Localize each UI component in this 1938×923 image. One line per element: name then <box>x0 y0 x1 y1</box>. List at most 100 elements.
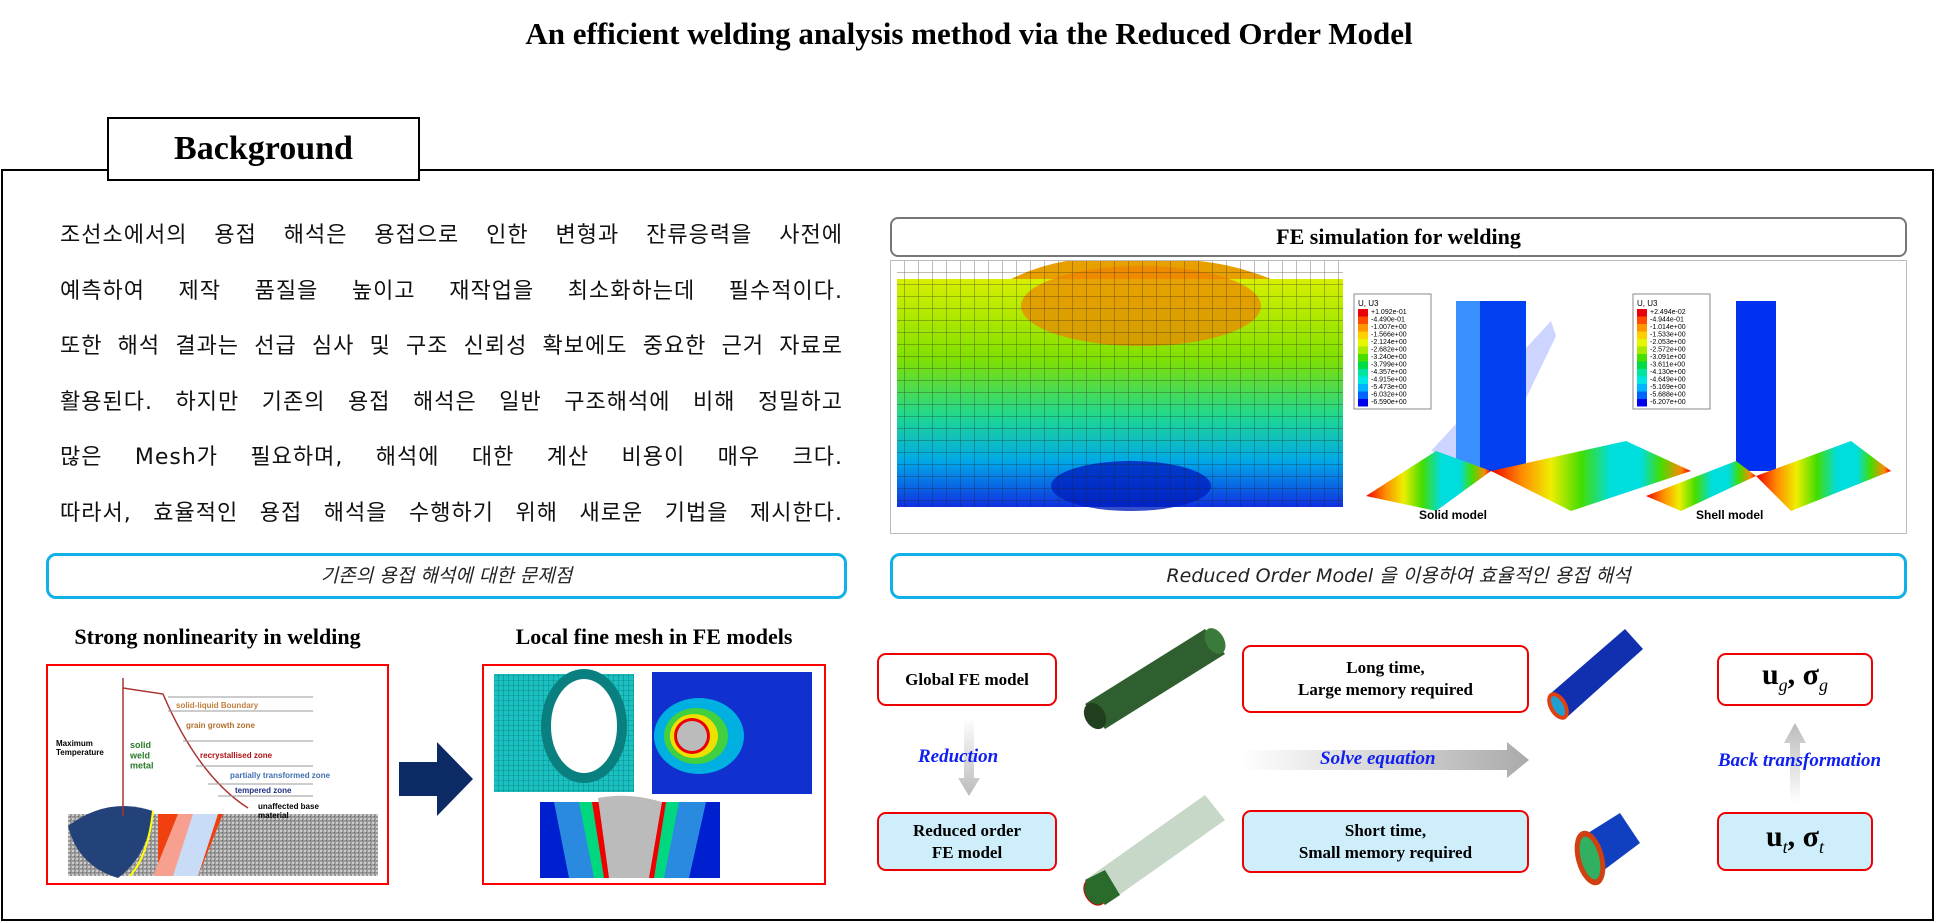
reduced-result-symbols: ut, σt <box>1765 819 1825 857</box>
reduced-order-model-box: Reduced order FE model <box>877 812 1057 871</box>
long-time-box: Long time, Large memory required <box>1242 645 1529 713</box>
legend-swatch <box>1358 384 1368 392</box>
page-title: An efficient welding analysis method via… <box>525 16 1413 51</box>
legend-value: -2.572e+00 <box>1650 347 1686 354</box>
legend-swatch <box>1637 331 1647 339</box>
fe-simulation-graphic: U, U3 +1.092e-01-4.490e-01-1.007e+00-1.5… <box>897 257 1891 522</box>
solid-model-label: Solid model <box>1419 508 1487 522</box>
legend-value: +1.092e-01 <box>1371 309 1407 316</box>
legend-value: -6.207e+00 <box>1650 399 1686 406</box>
legend-value: -4.915e+00 <box>1371 377 1407 384</box>
legend-swatch <box>1637 391 1647 399</box>
reduced-tube-model <box>1083 795 1225 906</box>
shell-legend-title: U, U3 <box>1637 299 1658 308</box>
global-result-symbols: ug, σg <box>1761 657 1828 695</box>
fig-fine-mesh-title: Local fine mesh in FE models <box>515 624 793 649</box>
legend-swatch <box>1637 376 1647 384</box>
legend-swatch <box>1637 369 1647 377</box>
shell-model-label: Shell model <box>1696 508 1763 522</box>
up-arrow-icon <box>1784 723 1806 803</box>
fe-simulation-heading: FE simulation for welding <box>890 217 1907 257</box>
legend-value: -4.357e+00 <box>1371 369 1407 376</box>
zone-label: recrystallised zone <box>200 751 273 760</box>
global-result-tube <box>1547 629 1643 720</box>
zone-label: partially transformed zone <box>230 771 331 780</box>
legend-value: -4.490e-01 <box>1371 317 1405 324</box>
fe-simulation-image: U, U3 +1.092e-01-4.490e-01-1.007e+00-1.5… <box>890 257 1907 534</box>
legend-value: -4.944e-01 <box>1650 317 1684 324</box>
legend-value: -2.682e+00 <box>1371 347 1407 354</box>
legend-swatch <box>1358 399 1368 407</box>
legend-value: -5.169e+00 <box>1650 384 1686 391</box>
legend-swatch <box>1637 354 1647 362</box>
legend-swatch <box>1358 339 1368 347</box>
paragraph-line: 활용된다. 하지만 기존의 용접 해석은 일반 구조해석에 비해 정밀하고 <box>60 389 843 415</box>
down-arrow-icon <box>958 718 980 796</box>
text-flow-st_sub: t <box>1819 836 1825 857</box>
paragraph-line: 또한 해석 결과는 선급 심사 및 구조 신뢰성 확보에도 중요한 근거 자료로 <box>60 334 843 359</box>
legend-value: -5.473e+00 <box>1371 384 1407 391</box>
legend-swatch <box>1637 384 1647 392</box>
paragraph-line: 조선소에서의 용접 해석은 용접으로 인한 변형과 잔류응력을 사전에 <box>60 223 843 248</box>
main-panel <box>1 169 1934 921</box>
right-gradient-arrow-icon <box>1242 742 1529 778</box>
legend-value: -2.124e+00 <box>1371 339 1407 346</box>
legend-value: -4.130e+00 <box>1650 369 1686 376</box>
text-flow-ut: u <box>1765 819 1783 853</box>
problem-heading-box: 기존의 용접 해석에 대한 문제점 <box>46 553 847 599</box>
global-result-box: ug, σg <box>1717 653 1873 706</box>
fig-nonlinearity-title: Strong nonlinearity in welding <box>74 624 361 649</box>
legend-value: -6.032e+00 <box>1371 392 1407 399</box>
legend-swatch <box>1637 346 1647 354</box>
reduction-label: Reduction <box>918 746 999 767</box>
legend-swatch <box>1637 316 1647 324</box>
legend-value: -1.533e+00 <box>1650 332 1686 339</box>
legend-swatch <box>1358 316 1368 324</box>
short-time-label: Short time, Small memory required <box>1298 820 1473 862</box>
fine-mesh-figure <box>482 664 826 885</box>
legend-swatch <box>1358 331 1368 339</box>
global-fe-model-box: Global FE model <box>877 653 1057 706</box>
legend-value: -4.649e+00 <box>1650 377 1686 384</box>
short-time-box: Short time, Small memory required <box>1242 810 1529 873</box>
background-paragraph: 조선소에서의 용접 해석은 용접으로 인한 변형과 잔류응력을 사전에 예측하여… <box>60 214 843 547</box>
legend-value: -1.007e+00 <box>1371 324 1407 331</box>
rom-heading-box: Reduced Order Model 을 이용하여 효율적인 용접 해석 <box>890 553 1907 599</box>
legend-swatch <box>1637 361 1647 369</box>
legend-value: -3.799e+00 <box>1371 362 1407 369</box>
reduced-result-box: ut, σt <box>1717 812 1873 871</box>
shell-legend: +2.494e-02-4.944e-01-1.014e+00-1.533e+00… <box>1637 309 1686 407</box>
legend-value: -1.566e+00 <box>1371 332 1407 339</box>
legend-swatch <box>1358 369 1368 377</box>
text-flow-sg: σ <box>1802 657 1819 691</box>
legend-value: -3.240e+00 <box>1371 354 1407 361</box>
back-transformation-label: Back transformation <box>1718 750 1882 771</box>
solve-equation-label: Solve equation <box>1320 748 1436 769</box>
paragraph-line: 예측하여 제작 품질을 높이고 재작업을 최소화하는데 필수적이다. <box>60 278 843 304</box>
legend-swatch <box>1358 391 1368 399</box>
global-fe-model-label: Global FE model <box>905 669 1029 689</box>
solid-legend-title: U, U3 <box>1358 299 1379 308</box>
legend-swatch <box>1358 361 1368 369</box>
legend-value: -6.590e+00 <box>1371 399 1407 406</box>
legend-value: -2.053e+00 <box>1650 339 1686 346</box>
legend-value: -3.091e+00 <box>1650 354 1686 361</box>
legend-value: -1.014e+00 <box>1650 324 1686 331</box>
paragraph-line: 따라서, 효율적인 용접 해석을 수행하기 위해 새로운 기법을 제시한다. <box>60 500 843 526</box>
text-flow-ug_sub: g <box>1778 674 1788 695</box>
reduced-order-model-label: Reduced order FE model <box>912 820 1022 862</box>
legend-swatch <box>1358 324 1368 332</box>
global-tube-model <box>1083 628 1226 730</box>
zone-label: solid-liquid Boundary <box>176 701 259 710</box>
long-time-label: Long time, Large memory required <box>1298 658 1473 699</box>
right-arrow-icon <box>399 742 473 816</box>
legend-value: -3.611e+00 <box>1650 362 1685 369</box>
legend-value: +2.494e-02 <box>1650 309 1686 316</box>
legend-swatch <box>1358 309 1368 317</box>
text-flow-ut_sub: t <box>1782 836 1788 857</box>
solid-legend: +1.092e-01-4.490e-01-1.007e+00-1.566e+00… <box>1358 309 1407 407</box>
legend-swatch <box>1637 399 1647 407</box>
